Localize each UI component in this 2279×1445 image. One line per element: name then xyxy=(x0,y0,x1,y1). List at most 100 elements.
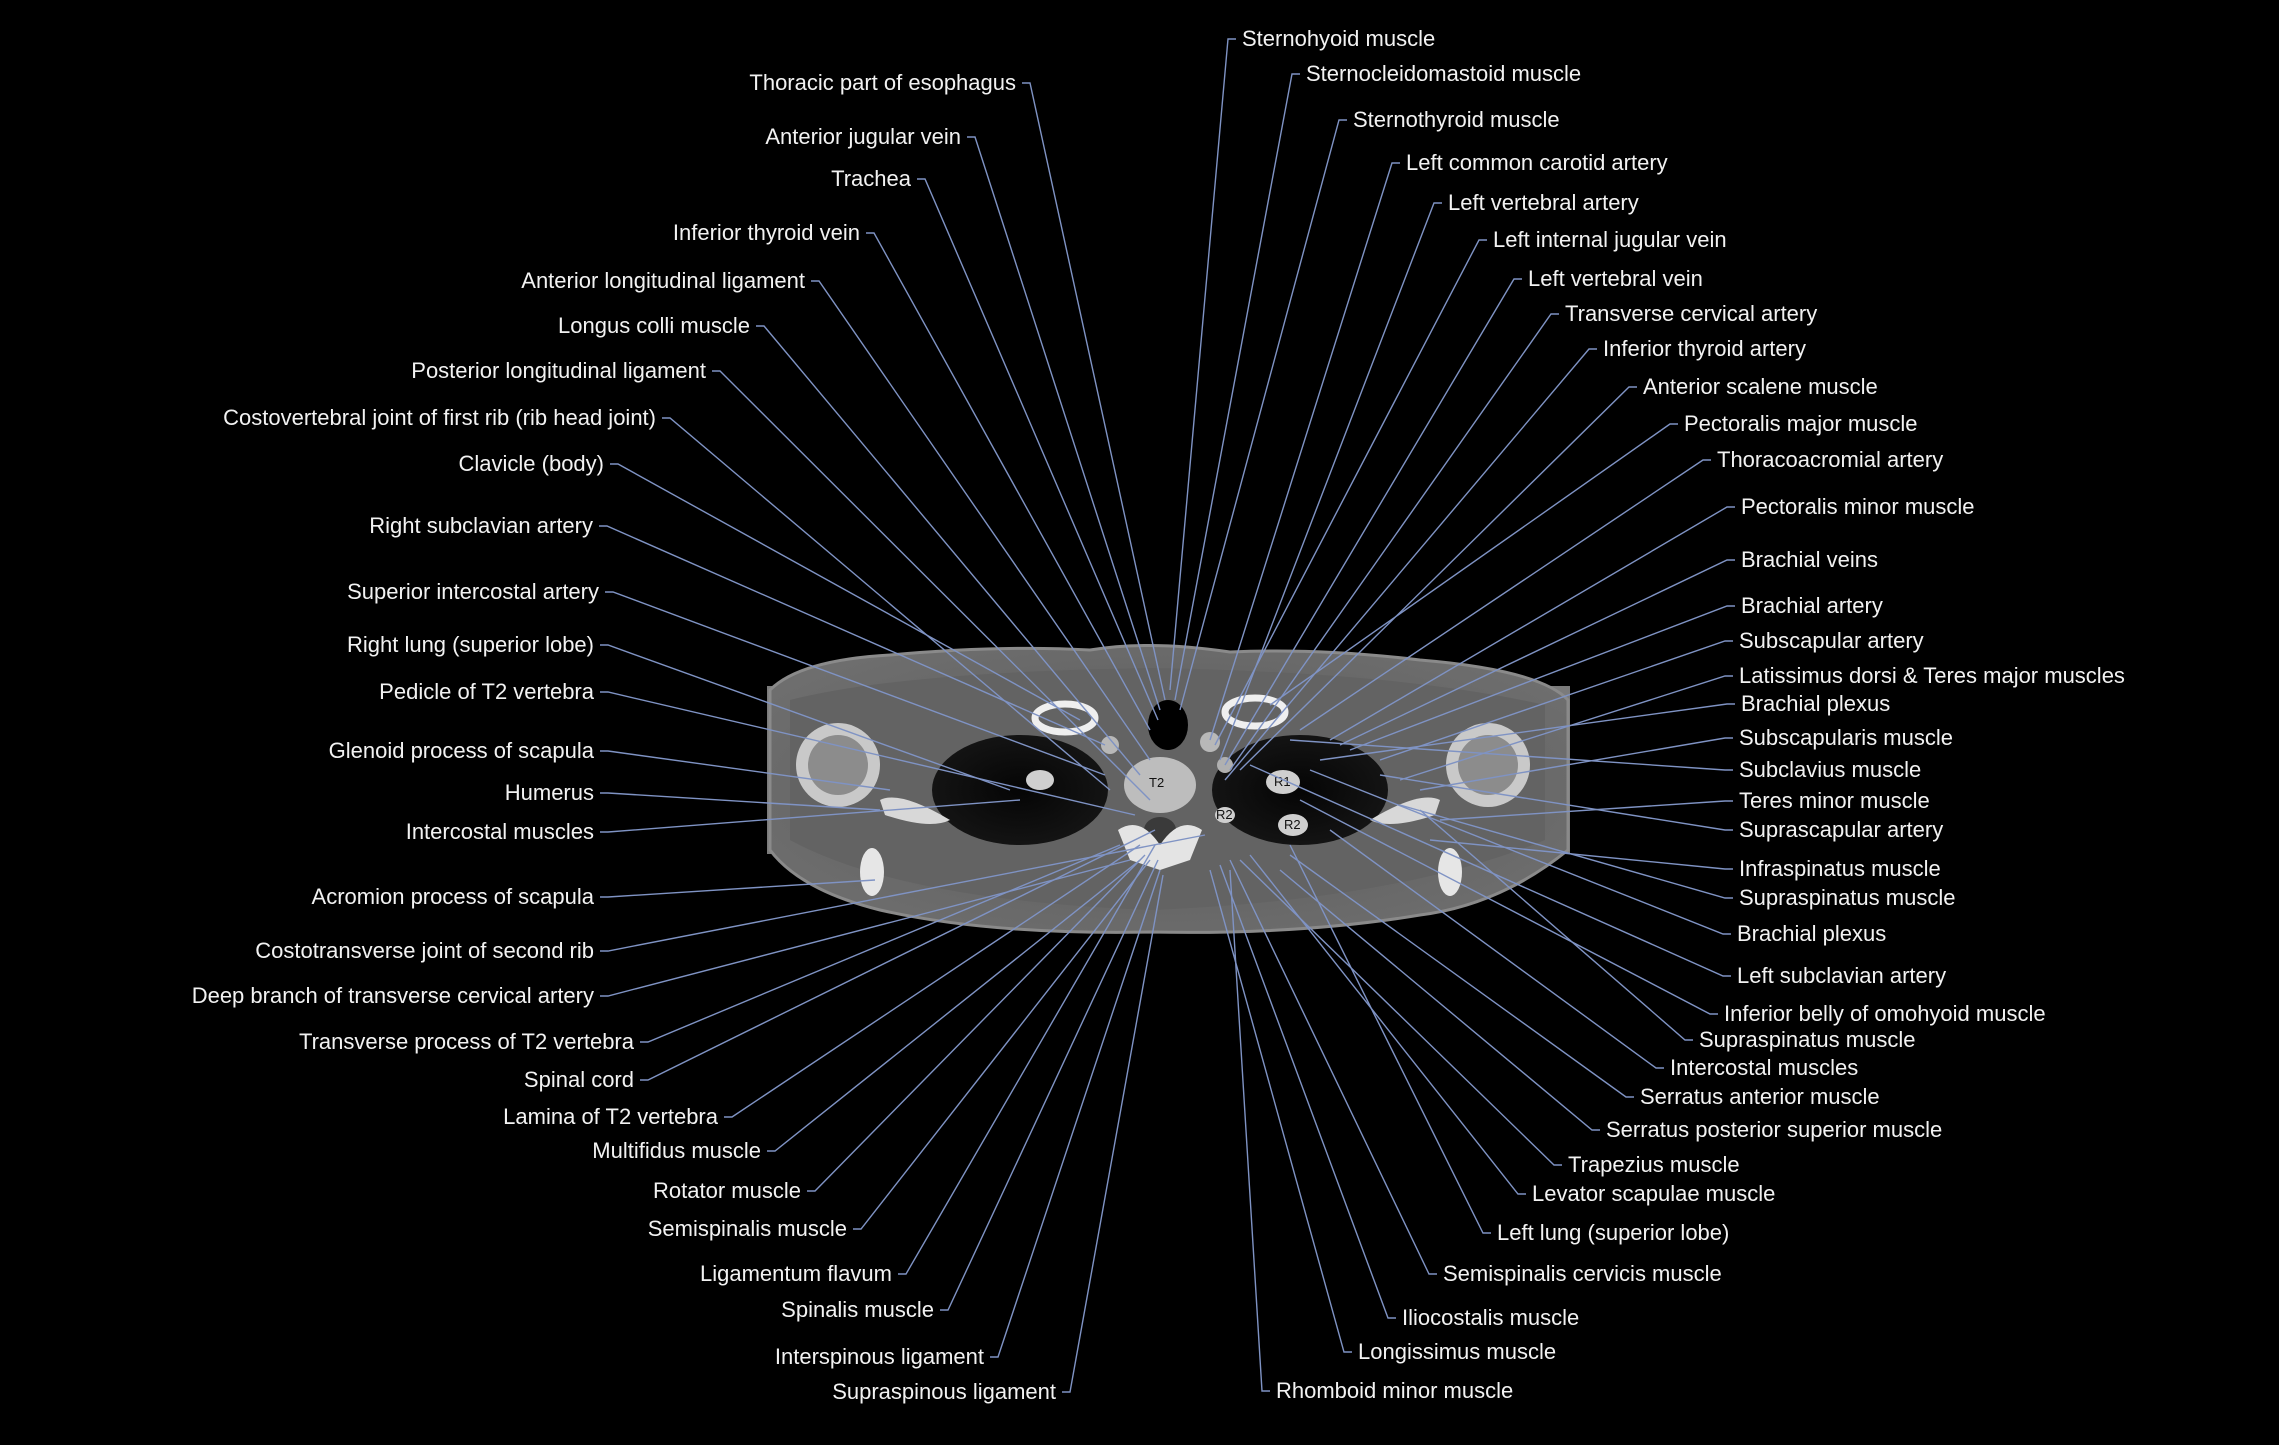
t2-posterior-elements xyxy=(1118,825,1202,870)
leader-line-left-3 xyxy=(866,232,1151,731)
structure-label-right-16: Latissimus dorsi & Teres major muscles xyxy=(1739,663,2125,688)
leader-line-left-26 xyxy=(940,859,1159,1311)
structure-label-right-20: Teres minor muscle xyxy=(1739,788,1930,813)
leader-line-right-37 xyxy=(1229,869,1270,1392)
leader-line-left-8 xyxy=(610,463,1081,721)
rib-label-r2-left: R2 xyxy=(1284,817,1301,832)
structure-label-left-7: Costovertebral joint of first rib (rib h… xyxy=(223,405,656,430)
structure-label-right-27: Supraspinatus muscle xyxy=(1699,1027,1915,1052)
leader-line-left-24 xyxy=(853,859,1151,1230)
structure-label-right-1: Sternocleidomastoid muscle xyxy=(1306,61,1581,86)
leader-line-right-3 xyxy=(1209,162,1400,741)
structure-label-right-11: Thoracoacromial artery xyxy=(1717,447,1943,472)
leader-line-right-13 xyxy=(1339,559,1735,746)
leader-line-right-15 xyxy=(1379,640,1733,761)
leader-line-right-29 xyxy=(1289,854,1634,1098)
structure-label-right-8: Inferior thyroid artery xyxy=(1603,336,1806,361)
structure-label-left-24: Semispinalis muscle xyxy=(648,1216,847,1241)
structure-label-right-17: Brachial plexus xyxy=(1741,691,1890,716)
leader-line-left-15 xyxy=(600,799,1021,833)
structure-label-right-10: Pectoralis major muscle xyxy=(1684,411,1918,436)
leader-line-right-35 xyxy=(1219,864,1396,1319)
leader-line-left-13 xyxy=(600,750,891,791)
structure-label-left-6: Posterior longitudinal ligament xyxy=(411,358,706,383)
structure-label-right-12: Pectoralis minor muscle xyxy=(1741,494,1975,519)
structure-label-right-28: Intercostal muscles xyxy=(1670,1055,1858,1080)
leader-line-left-19 xyxy=(640,844,1121,1043)
right-scapula xyxy=(880,797,950,824)
structure-label-left-8: Clavicle (body) xyxy=(459,451,605,476)
leader-lines xyxy=(599,38,1735,1393)
vessel-a xyxy=(1101,736,1119,754)
structure-label-right-6: Left vertebral vein xyxy=(1528,266,1703,291)
leader-line-right-34 xyxy=(1229,859,1437,1275)
leader-line-right-0 xyxy=(1169,38,1236,691)
vertebra-label-t2: T2 xyxy=(1149,775,1164,790)
leader-line-left-23 xyxy=(807,854,1146,1192)
structure-label-right-2: Sternothyroid muscle xyxy=(1353,107,1560,132)
structure-label-right-24: Brachial plexus xyxy=(1737,921,1886,946)
right-acromion xyxy=(860,848,884,896)
structure-label-right-19: Subclavius muscle xyxy=(1739,757,1921,782)
leader-line-left-5 xyxy=(756,325,1141,776)
structure-label-right-33: Left lung (superior lobe) xyxy=(1497,1220,1729,1245)
ct-axial-slice: T2 R1 R2 R2 xyxy=(767,643,1570,934)
leader-line-left-28 xyxy=(1062,874,1164,1393)
structure-label-right-25: Left subclavian artery xyxy=(1737,963,1946,988)
leader-line-left-17 xyxy=(600,834,1206,952)
structure-label-right-21: Suprascapular artery xyxy=(1739,817,1943,842)
leader-line-right-21 xyxy=(1379,774,1733,831)
structure-label-left-15: Intercostal muscles xyxy=(406,819,594,844)
leader-line-left-11 xyxy=(600,644,1011,791)
leader-line-right-22 xyxy=(1429,839,1733,870)
rib-1-right xyxy=(1026,770,1054,790)
structure-label-right-13: Brachial veins xyxy=(1741,547,1878,572)
left-clavicle xyxy=(1221,694,1289,730)
structure-label-left-14: Humerus xyxy=(505,780,594,805)
leader-line-right-31 xyxy=(1239,859,1562,1166)
structure-label-right-34: Semispinalis cervicis muscle xyxy=(1443,1261,1722,1286)
structure-label-right-23: Supraspinatus muscle xyxy=(1739,885,1955,910)
leader-line-right-25 xyxy=(1249,764,1731,977)
rib-2-center xyxy=(1215,807,1235,823)
structure-label-left-10: Superior intercostal artery xyxy=(347,579,599,604)
structure-label-left-2: Trachea xyxy=(831,166,912,191)
structure-label-left-22: Multifidus muscle xyxy=(592,1138,761,1163)
structure-label-right-0: Sternohyoid muscle xyxy=(1242,26,1435,51)
leader-line-right-28 xyxy=(1329,829,1664,1069)
leader-line-right-7 xyxy=(1229,313,1559,771)
structure-label-right-30: Serratus posterior superior muscle xyxy=(1606,1117,1942,1142)
leader-line-right-24 xyxy=(1309,769,1731,935)
leader-line-right-5 xyxy=(1214,239,1487,746)
left-humeral-marrow xyxy=(1458,735,1518,795)
leader-line-right-10 xyxy=(1269,423,1678,706)
structure-label-left-12: Pedicle of T2 vertebra xyxy=(379,679,595,704)
leader-line-right-14 xyxy=(1349,605,1735,751)
leader-line-right-32 xyxy=(1249,854,1526,1195)
leader-line-left-0 xyxy=(1022,82,1166,701)
structure-label-left-9: Right subclavian artery xyxy=(369,513,593,538)
leader-line-left-1 xyxy=(967,136,1161,711)
structure-label-left-17: Costotransverse joint of second rib xyxy=(255,938,594,963)
leader-line-right-17 xyxy=(1319,703,1735,761)
structure-label-left-25: Ligamentum flavum xyxy=(700,1261,892,1286)
structure-label-right-26: Inferior belly of omohyoid muscle xyxy=(1724,1001,2046,1026)
leader-line-right-11 xyxy=(1299,459,1711,731)
leader-line-left-16 xyxy=(600,879,876,898)
rib-2-left xyxy=(1278,814,1308,836)
leader-line-right-2 xyxy=(1179,119,1347,711)
leader-line-right-8 xyxy=(1224,348,1597,781)
structure-label-right-3: Left common carotid artery xyxy=(1406,150,1668,175)
structure-label-left-1: Anterior jugular vein xyxy=(765,124,961,149)
structure-label-left-21: Lamina of T2 vertebra xyxy=(503,1104,719,1129)
structure-label-right-4: Left vertebral artery xyxy=(1448,190,1639,215)
structure-label-right-31: Trapezius muscle xyxy=(1568,1152,1740,1177)
vessel-b xyxy=(1200,732,1220,752)
structure-label-right-36: Longissimus muscle xyxy=(1358,1339,1556,1364)
structure-label-left-16: Acromion process of scapula xyxy=(312,884,595,909)
leader-line-left-10 xyxy=(605,591,1106,776)
structure-label-left-18: Deep branch of transverse cervical arter… xyxy=(192,983,594,1008)
leader-line-right-16 xyxy=(1399,675,1733,781)
